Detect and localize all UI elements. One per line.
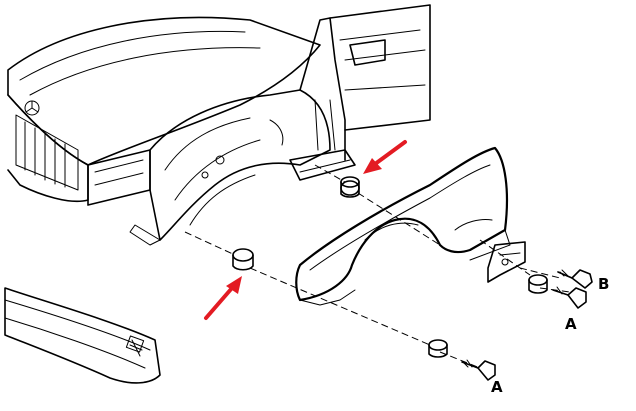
front-bumper [4, 287, 161, 384]
fender-panel [295, 146, 526, 306]
red-arrow-lower [204, 276, 242, 320]
mirror [349, 39, 386, 66]
car-body [7, 4, 431, 246]
bolt-a-upper [552, 286, 587, 309]
lower-bushing-washer [428, 339, 448, 358]
rear-bushing-washer [528, 274, 548, 294]
label-bolt-b: B [598, 275, 609, 293]
label-bolt-a-lower: A [491, 378, 503, 396]
bolt-a-lower [461, 359, 496, 381]
bolt-b [557, 269, 593, 289]
fender-bracket [487, 241, 526, 283]
red-arrow-upper [363, 140, 407, 174]
upper-fender-bushing [340, 176, 360, 198]
lower-fender-bushing [232, 248, 254, 271]
label-bolt-a-upper: A [565, 315, 577, 333]
assembly-lines [184, 164, 571, 369]
